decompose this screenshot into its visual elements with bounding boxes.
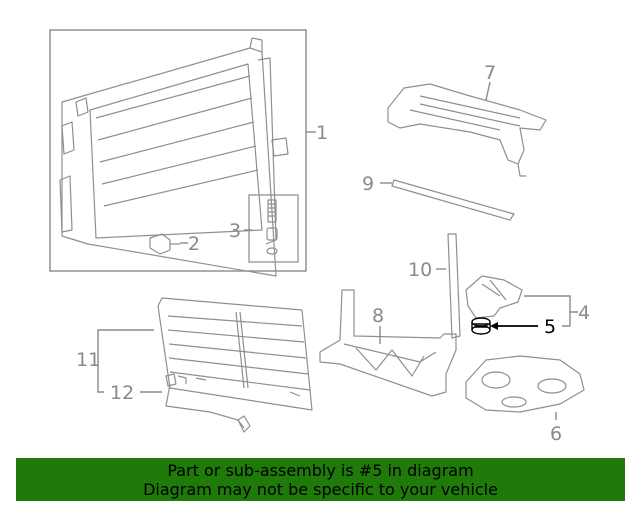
mount-bracket-part (465, 275, 523, 319)
leader-5-arrowhead (490, 322, 498, 330)
air-baffle-part (387, 83, 547, 177)
callout-11: 11 (76, 349, 100, 371)
insulator-part-highlighted (471, 317, 491, 335)
callout-8: 8 (372, 305, 384, 327)
notice-banner: Part or sub-assembly is #5 in diagram Di… (16, 458, 625, 501)
wire-harness-part (165, 373, 251, 433)
leader-11 (97, 329, 154, 393)
shutter-assembly-part (157, 297, 313, 411)
callout-10: 10 (408, 259, 432, 281)
callout-12: 12 (110, 382, 134, 404)
callout-1: 1 (316, 122, 328, 144)
leader-4 (524, 295, 578, 327)
notice-line-2: Diagram may not be specific to your vehi… (143, 480, 498, 499)
notice-line-1: Part or sub-assembly is #5 in diagram (167, 461, 474, 480)
radiator-part (59, 37, 289, 277)
callout-3: 3 (229, 220, 241, 242)
callout-6: 6 (550, 423, 562, 445)
callout-2: 2 (188, 233, 200, 255)
cap-inset-box (248, 194, 299, 263)
callout-5: 5 (544, 316, 556, 338)
radiator-group: 1 2 3 (49, 29, 328, 277)
callout-4: 4 (578, 302, 590, 324)
radiator-box (49, 29, 307, 272)
callout-7: 7 (484, 62, 496, 84)
parts-diagram: 1 2 3 7 9 10 4 5 (49, 29, 590, 445)
seal-strip-part (391, 179, 515, 221)
lower-support-part (319, 289, 457, 397)
leader-7 (485, 81, 491, 101)
radiator-cap-part (266, 199, 278, 255)
lower-plate-part (465, 355, 585, 413)
vertical-seal-part (447, 233, 461, 339)
drain-plug-part (149, 233, 180, 255)
callout-9: 9 (362, 173, 374, 195)
